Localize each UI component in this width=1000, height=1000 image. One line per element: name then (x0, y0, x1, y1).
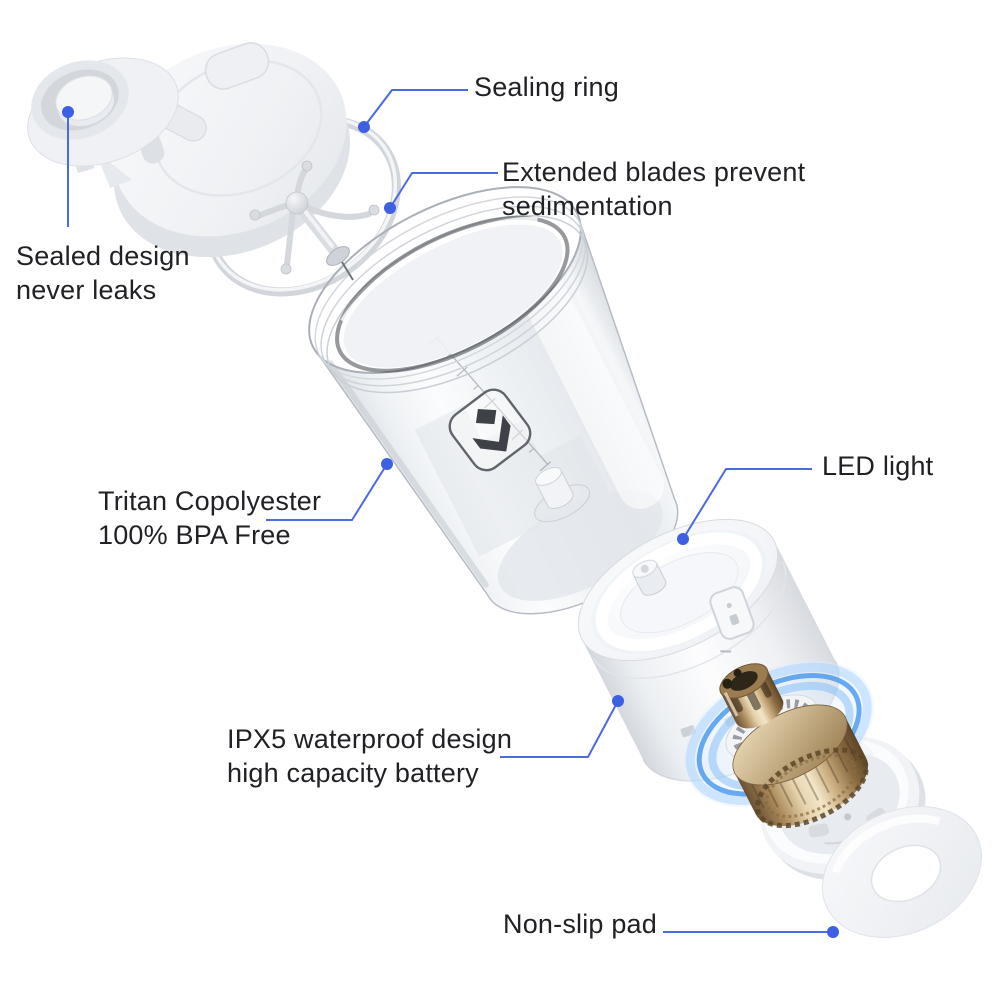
cup-bottom-coupler (534, 467, 591, 523)
callout-label-tritan: Tritan Copolyester 100% BPA Free (98, 486, 322, 550)
tritan-cup (308, 186, 679, 615)
dot-sealing-ring (358, 121, 370, 133)
callout-label-extended-blades: Extended blades prevent sedimentation (502, 157, 806, 221)
leader-led-light (682, 468, 812, 540)
dot-led-light (677, 533, 689, 545)
pad-hole (870, 844, 942, 903)
dot-non-slip-pad (827, 926, 839, 938)
motor-coupler (719, 663, 784, 729)
usb-port-cover (709, 586, 755, 653)
brand-logo-badge (448, 388, 532, 472)
callout-label-non-slip-pad: Non-slip pad (503, 909, 657, 939)
logo-diamond (475, 408, 497, 425)
motor (683, 660, 875, 829)
mixing-blades (249, 160, 380, 281)
dot-ipx5 (612, 695, 624, 707)
leader-tritan (266, 463, 388, 521)
drive-spindle (632, 559, 667, 596)
non-slip-pad (821, 806, 983, 938)
measurement-scale (428, 335, 552, 472)
leader-ipx5 (500, 700, 619, 758)
leader-extended-blades (389, 172, 498, 209)
callout-label-led-light: LED light (822, 451, 934, 481)
callout-leader-lines (67, 89, 833, 933)
callout-label-sealed-design: Sealed design never leaks (16, 241, 190, 305)
blade-hub-ball (285, 191, 309, 215)
lid-carry-handle (204, 42, 270, 90)
leader-sealing-ring (363, 89, 468, 128)
dot-tritan (381, 458, 393, 470)
logo-chevron (472, 415, 511, 452)
callout-dots (62, 106, 839, 938)
dot-extended-blades (384, 202, 396, 214)
callout-label-ipx5: IPX5 waterproof design high capacity bat… (227, 724, 513, 788)
callout-label-sealing-ring: Sealing ring (474, 72, 619, 102)
dot-sealed-design (62, 106, 74, 118)
